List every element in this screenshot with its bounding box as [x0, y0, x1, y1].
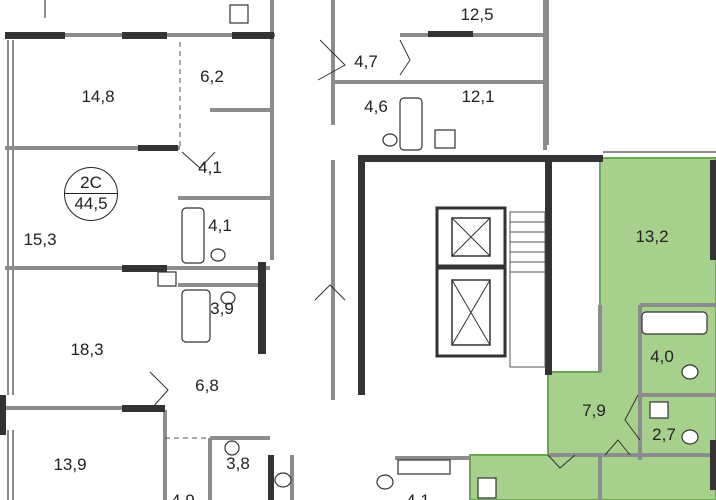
- dashed-openings: [165, 42, 210, 439]
- room-area-label: 7,9: [582, 401, 606, 420]
- exterior-windows: [7, 0, 716, 500]
- doors: [149, 39, 641, 469]
- apartment-type: 2C: [80, 173, 102, 192]
- room-area-label: 6,2: [200, 67, 224, 86]
- room-area-label: 18,3: [70, 340, 104, 359]
- room-area-label: 15,3: [23, 230, 57, 249]
- room-area-label: 13,9: [53, 455, 87, 474]
- room-area-label: 2,7: [652, 425, 676, 444]
- badge-divider: [65, 193, 117, 194]
- staircase: [509, 211, 551, 370]
- room-area-label: 13,2: [635, 227, 669, 246]
- room-area-label: 3,9: [210, 299, 234, 318]
- apartment-area: 44,5: [74, 194, 108, 213]
- room-area-label: 3,8: [226, 454, 250, 473]
- elevator-shaft-2: [435, 266, 507, 358]
- room-area-label: 4,7: [354, 52, 378, 71]
- room-area-label: 4,1: [406, 491, 430, 500]
- elevator-shaft-1: [435, 206, 507, 268]
- room-area-label: 4,1: [198, 158, 222, 177]
- bathroom-fixtures: [157, 4, 708, 499]
- room-area-label: 4,6: [364, 97, 388, 116]
- room-area-label: 6,8: [195, 376, 219, 395]
- room-area-label: 4,9: [171, 491, 195, 500]
- room-area-label: 4,1: [208, 216, 232, 235]
- room-area-label: 4,0: [650, 347, 674, 366]
- load-bearing-walls: [0, 31, 716, 500]
- room-area-label: 12,1: [461, 87, 495, 106]
- room-area-label: 14,8: [81, 87, 115, 106]
- room-area-label: 12,5: [460, 5, 494, 24]
- apartment-badge[interactable]: 2C 44,5: [64, 167, 118, 221]
